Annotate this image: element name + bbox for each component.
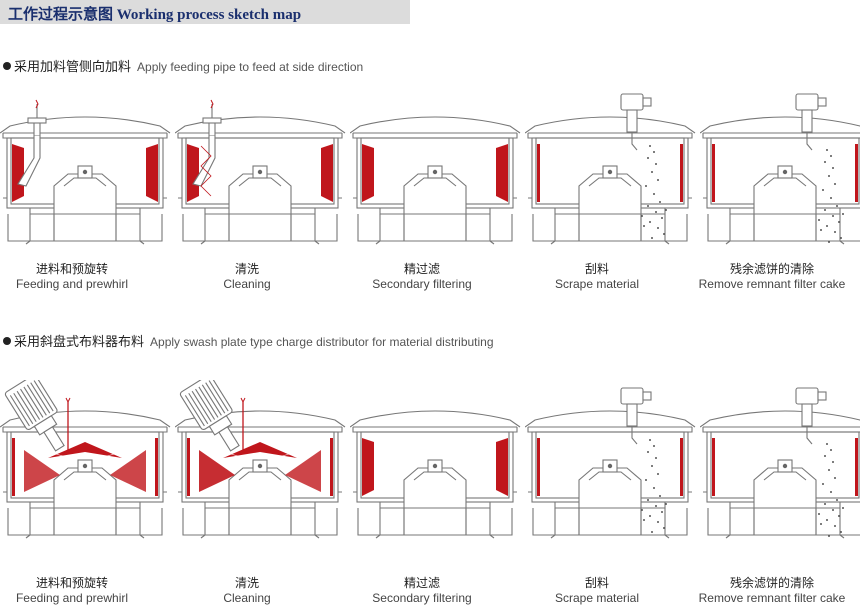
discharge-chute xyxy=(578,508,642,536)
bullet-icon xyxy=(3,62,11,70)
diagram-secondary-filtering xyxy=(349,86,522,253)
filter-cake-right xyxy=(146,144,158,202)
discharge-chute xyxy=(228,214,292,242)
discharged-solids xyxy=(818,443,844,537)
swash-plate xyxy=(48,442,122,458)
diagram-scrape-material-2 xyxy=(524,380,697,547)
scraper xyxy=(795,93,827,151)
diagram-remove-cake-2 xyxy=(699,380,860,547)
filter-cake-left xyxy=(537,438,540,496)
diagram-cleaning-plate xyxy=(174,374,347,547)
filter-cake-right xyxy=(321,144,333,202)
discharge-chute xyxy=(228,508,292,536)
swash-plate-distributor xyxy=(179,374,326,492)
filter-cake-left xyxy=(187,438,190,496)
section-heading-zh: 采用加料管侧向加料 xyxy=(14,59,132,74)
discharge-chute xyxy=(578,214,642,242)
filter-cake-right xyxy=(855,144,858,202)
title-bar: 工作过程示意图 Working process sketch map xyxy=(0,0,410,24)
discharge-chute xyxy=(403,508,467,536)
filter-cake-left xyxy=(712,144,715,202)
diagram-cleaning-pipe xyxy=(174,86,347,253)
filter-cake-right xyxy=(155,438,158,496)
basket-lid xyxy=(174,116,346,134)
basket-lid xyxy=(524,116,696,134)
filter-cake-right xyxy=(680,438,683,496)
filter-cake-left xyxy=(537,144,540,202)
basket-lid xyxy=(0,116,171,134)
diagram-feeding-plate xyxy=(0,374,172,547)
bullet-icon xyxy=(3,337,11,345)
filter-cake-left xyxy=(362,438,374,496)
filter-cake-left xyxy=(12,144,24,202)
swash-plate xyxy=(223,442,297,458)
discharged-solids xyxy=(641,145,667,239)
basket-lid xyxy=(524,410,696,428)
discharged-solids xyxy=(818,149,844,243)
filter-cake-right xyxy=(680,144,683,202)
discharge-chute xyxy=(53,214,117,242)
basket-lid xyxy=(349,410,521,428)
section-heading-2: 采用斜盘式布料器布料 Apply swash plate type charge … xyxy=(3,331,494,350)
filter-cake-left xyxy=(12,438,15,496)
page-title: 工作过程示意图 Working process sketch map xyxy=(8,7,302,23)
scraper xyxy=(620,387,652,445)
diagram-secondary-filtering-2 xyxy=(349,380,522,547)
filter-cake-right xyxy=(496,438,508,496)
basket-lid xyxy=(699,116,860,134)
diagram-scrape-material xyxy=(524,86,697,253)
swash-plate-distributor xyxy=(4,374,151,492)
filter-cake-right xyxy=(855,438,858,496)
discharge-chute xyxy=(753,214,817,242)
scraper xyxy=(620,93,652,151)
basket-lid xyxy=(349,116,521,134)
discharged-solids xyxy=(641,439,667,533)
filter-cake-left xyxy=(362,144,374,202)
filter-cake-right xyxy=(496,144,508,202)
filter-cake-left xyxy=(712,438,715,496)
filter-cake-left xyxy=(187,144,199,202)
feed-pipe xyxy=(17,99,47,187)
discharge-chute xyxy=(753,508,817,536)
section-heading-1: 采用加料管侧向加料 Apply feeding pipe to feed at s… xyxy=(3,56,363,75)
section-heading-en: Apply feeding pipe to feed at side direc… xyxy=(137,60,364,74)
section-heading-zh: 采用斜盘式布料器布料 xyxy=(14,334,145,349)
filter-cake-right xyxy=(330,438,333,496)
basket-lid xyxy=(699,410,860,428)
discharge-chute xyxy=(403,214,467,242)
discharge-chute xyxy=(53,508,117,536)
scraper xyxy=(795,387,827,445)
diagram-remove-cake xyxy=(699,86,860,253)
section-heading-en: Apply swash plate type charge distributo… xyxy=(150,335,494,349)
diagram-feeding-pipe xyxy=(0,86,172,253)
